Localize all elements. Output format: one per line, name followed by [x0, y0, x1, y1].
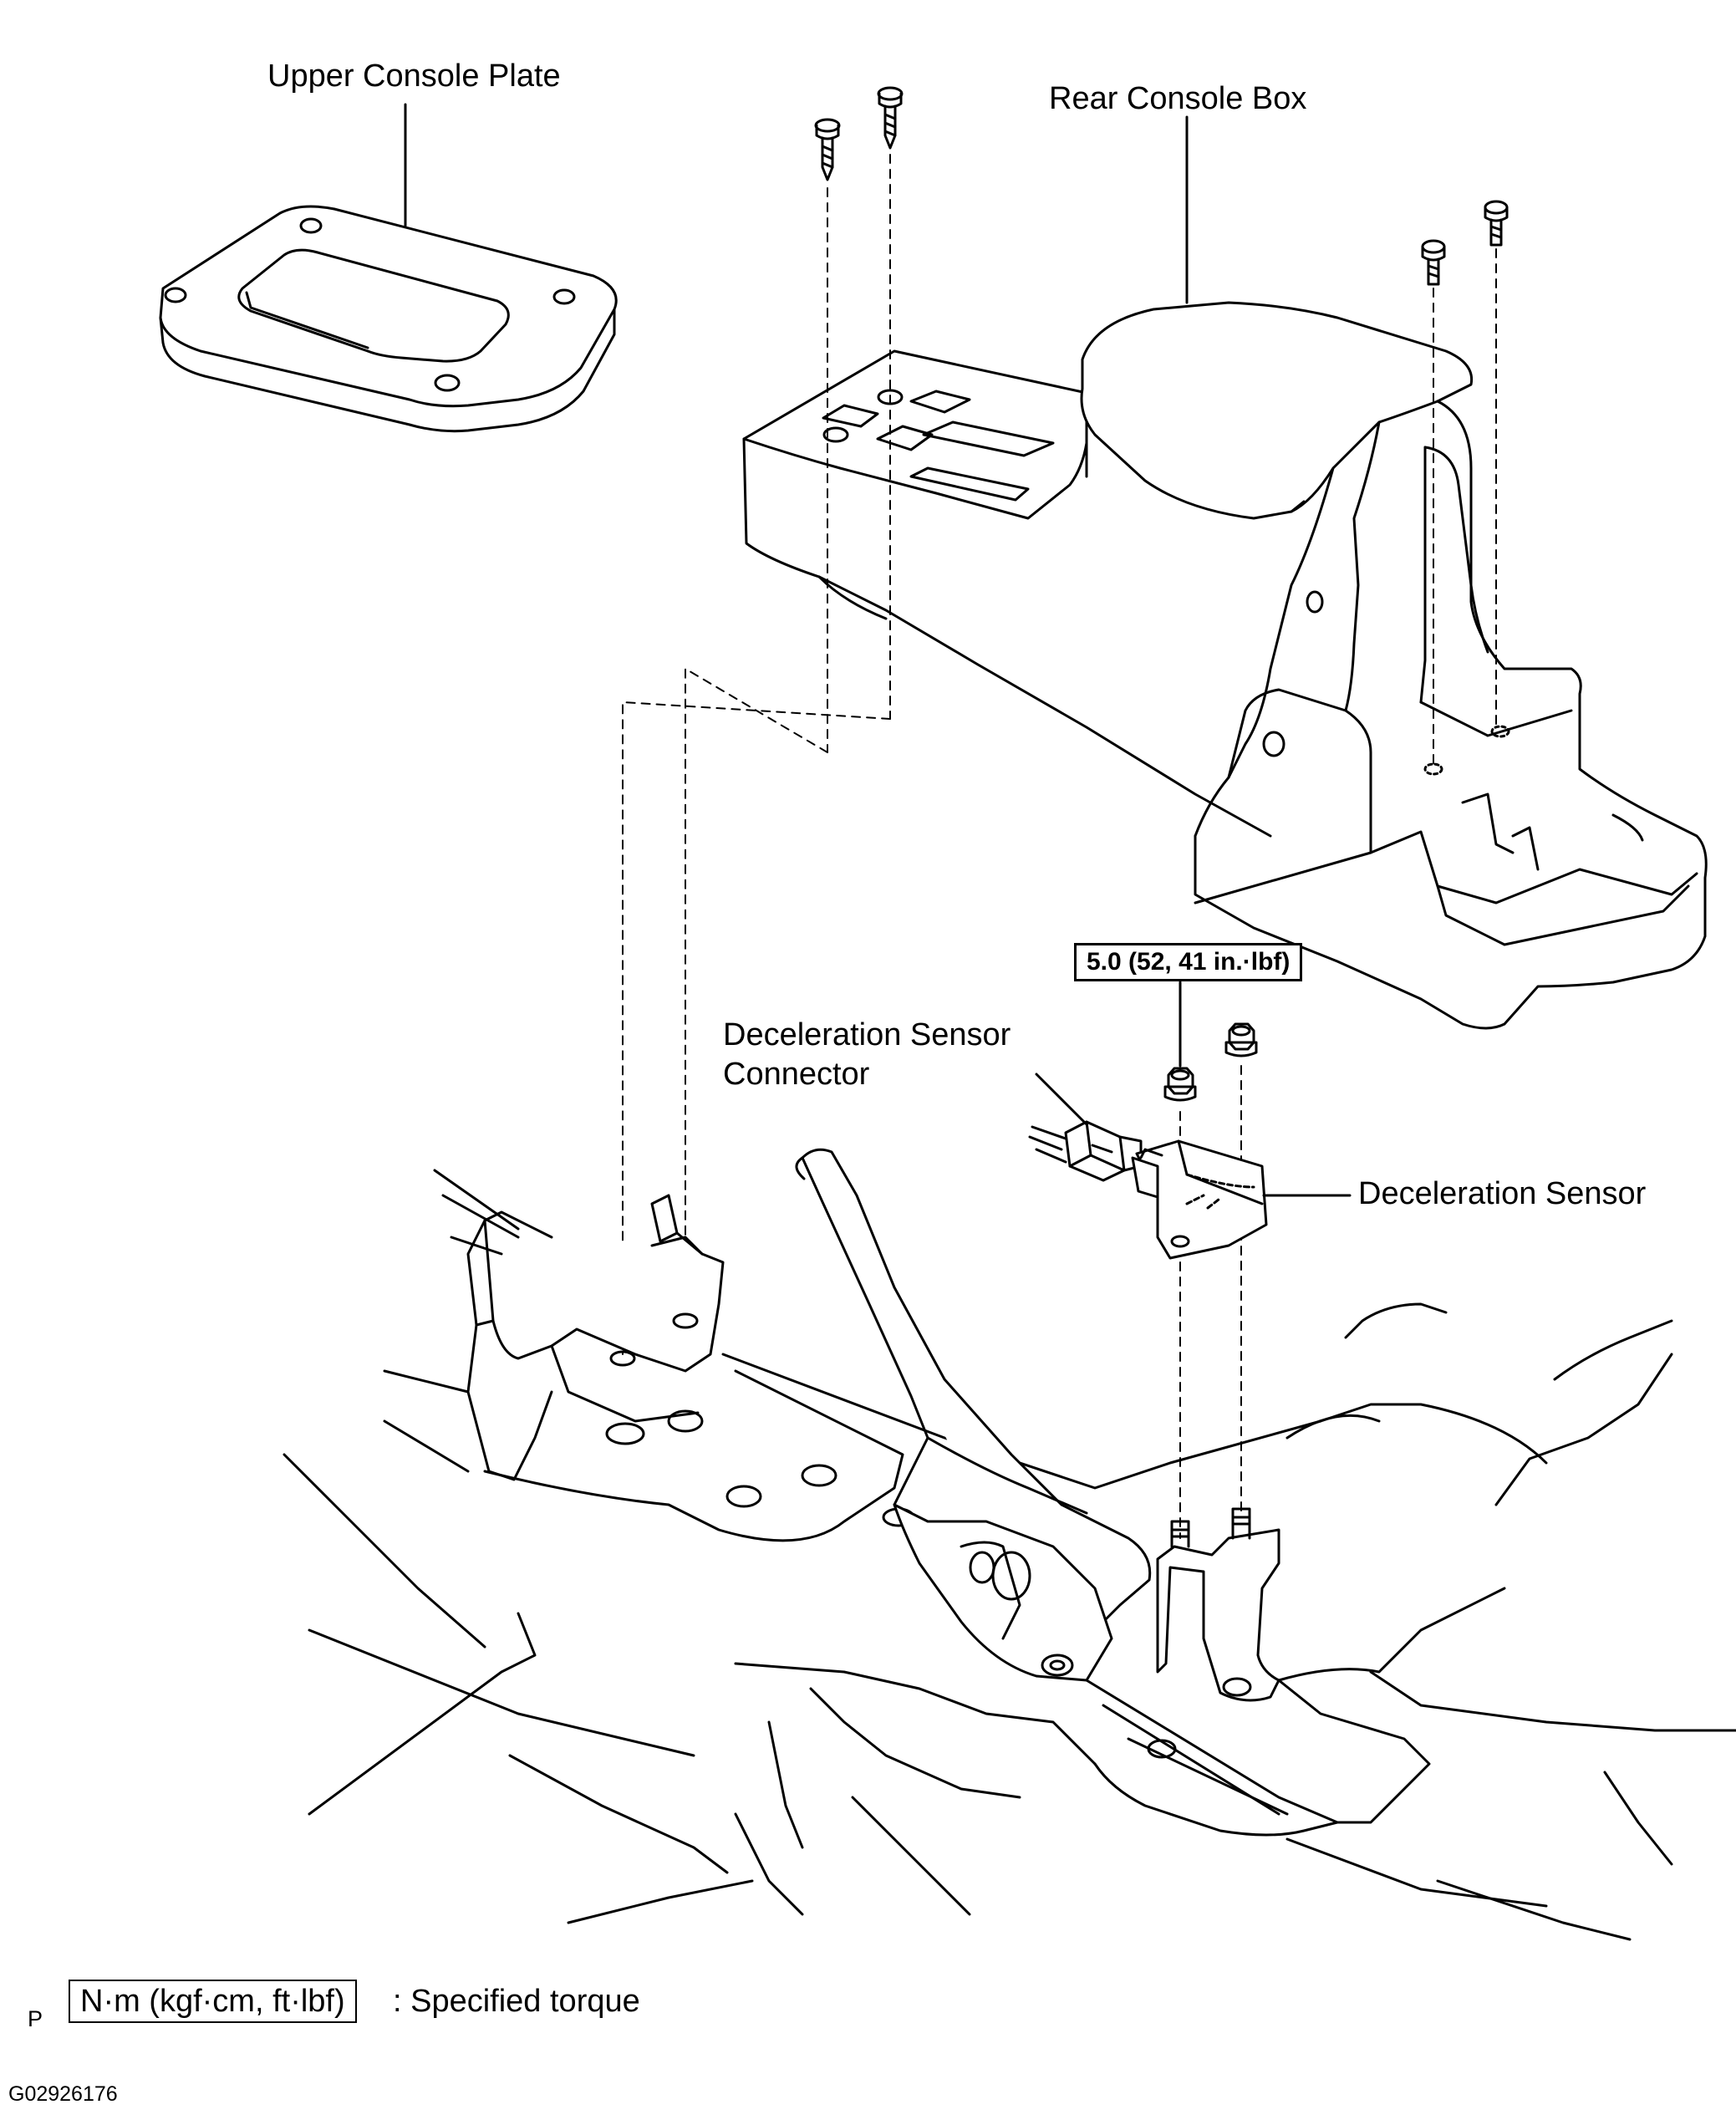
screw-icon	[814, 118, 841, 181]
bolt-icon	[1421, 239, 1446, 286]
alignment-lines	[622, 154, 1497, 1539]
torque-legend-description: : Specified torque	[393, 1984, 640, 2019]
torque-legend-box: N·m (kgf·cm, ft·lbf)	[69, 1980, 357, 2023]
deceleration-sensor	[1131, 1139, 1352, 1260]
floor-assembly	[283, 1148, 1736, 1941]
screw-icon	[877, 86, 904, 150]
bolt-icon	[1484, 200, 1509, 247]
upper-console-plate	[159, 103, 618, 433]
upper-console-plate-label: Upper Console Plate	[267, 59, 561, 94]
nut-icon	[1163, 1067, 1197, 1102]
footer-letter: P	[28, 2006, 43, 2031]
nut-icon	[1224, 1022, 1258, 1057]
deceleration-sensor-connector-label-line2: Connector	[723, 1057, 870, 1092]
rear-console-box-label: Rear Console Box	[1049, 81, 1307, 116]
deceleration-sensor-connector	[1028, 1073, 1143, 1182]
torque-spec-box: 5.0 (52, 41 in.·lbf)	[1074, 943, 1303, 981]
deceleration-sensor-label: Deceleration Sensor	[1358, 1176, 1647, 1211]
deceleration-sensor-connector-label-line1: Deceleration Sensor	[723, 1017, 1011, 1052]
figure-id: G02926176	[8, 2082, 118, 2106]
rear-console-box	[742, 115, 1708, 1030]
